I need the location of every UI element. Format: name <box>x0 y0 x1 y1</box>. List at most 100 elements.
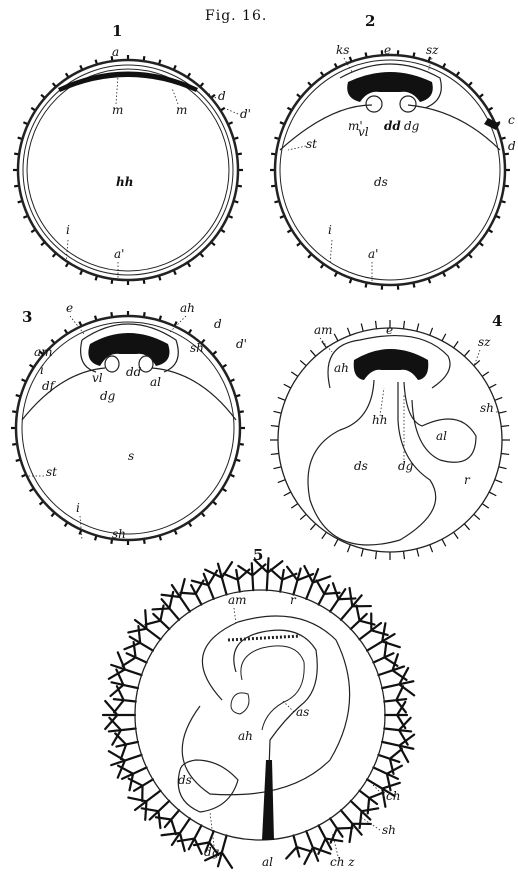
embryo-disc-3 <box>88 333 169 366</box>
label-sh-4: sh <box>480 401 494 415</box>
pointer-st <box>288 146 306 150</box>
villus-branch <box>115 733 138 759</box>
villus-spike <box>322 532 327 539</box>
label-am-5: am <box>228 593 247 607</box>
label-ah-4: ah <box>334 361 349 375</box>
label-as-5: as <box>296 705 309 719</box>
villus-spike <box>474 514 480 519</box>
label-a: a <box>112 45 119 59</box>
pointer-m-2 <box>172 88 178 104</box>
villus-spike <box>361 323 363 331</box>
pointer-ch-z-5 <box>332 832 338 856</box>
germinal-area-1 <box>58 72 198 93</box>
villus-spike <box>430 328 433 335</box>
panel-number-3: 3 <box>22 308 32 326</box>
label-al-3: al <box>150 375 161 389</box>
label-ch-z-5: ch z <box>330 855 355 869</box>
villus-spike <box>501 426 509 427</box>
allantois-4 <box>404 382 476 462</box>
label-sz: sz <box>426 43 439 57</box>
label-s: s <box>128 449 134 463</box>
villus-spike <box>442 539 446 546</box>
dg-loop-2 <box>400 96 416 112</box>
panel-2: ks e sz c d m' st vl dd dg ds i a' <box>270 43 516 290</box>
villus-spike <box>310 350 315 356</box>
panel-number-1: 1 <box>112 22 122 40</box>
pointer-d-prime <box>224 108 238 114</box>
panel-number-4: 4 <box>492 312 502 330</box>
label-d-prime-3: d' <box>236 337 247 351</box>
villus-spike <box>376 321 377 329</box>
villus-spike <box>273 411 281 413</box>
figure-title: Fig. 16. <box>205 8 267 24</box>
villus-spike <box>454 532 459 539</box>
villus-spike <box>464 524 469 530</box>
panel-4: am e sz ah hh al sh ds dg r <box>270 320 510 560</box>
label-ds-4: ds <box>354 459 368 473</box>
label-d-prime: d' <box>240 107 251 121</box>
villus-spike <box>404 321 405 329</box>
pointer-hh-4 <box>380 388 384 416</box>
panel-1: a m m d d' hh i a' <box>13 45 251 285</box>
label-st: st <box>306 137 317 151</box>
villus-branch <box>304 831 330 864</box>
umbilical-stalk-5 <box>262 760 274 840</box>
villus-spike <box>482 504 489 509</box>
villus-spike <box>499 467 507 469</box>
label-e-4: e <box>386 323 393 337</box>
villus-spike <box>489 384 496 388</box>
label-i-2: i <box>328 223 332 237</box>
villus-branch <box>128 791 160 820</box>
label-vl-3: vl <box>92 371 103 385</box>
villus-spike <box>291 372 298 377</box>
label-ds-5: ds <box>178 773 192 787</box>
vl-loop-3 <box>105 356 119 372</box>
villus-spike <box>347 545 350 552</box>
pointer-i-2 <box>330 240 332 264</box>
label-sz-4: sz <box>478 335 491 349</box>
somites-5 <box>228 636 300 640</box>
label-am: am <box>34 345 53 359</box>
label-sh-5: sh <box>382 823 396 837</box>
label-am-4: am <box>314 323 333 337</box>
villus-spike <box>361 549 363 557</box>
label-a-prime: a' <box>114 247 124 261</box>
label-dd: dd <box>384 119 401 133</box>
villus-spike <box>464 350 469 356</box>
villus-spike <box>501 454 509 455</box>
villus-spike <box>271 454 279 455</box>
label-i-3: i <box>40 363 44 377</box>
label-m-2: m <box>176 103 187 117</box>
villus-spike <box>334 539 338 546</box>
villus-spike <box>300 514 306 519</box>
label-d-3: d <box>214 317 222 331</box>
label-sh-3b: sh <box>112 527 126 541</box>
villus-spike <box>442 334 446 341</box>
villus-spike <box>454 341 459 348</box>
villus-spike <box>291 504 298 509</box>
vl-loop-2 <box>366 96 382 112</box>
label-al-4: al <box>436 429 447 443</box>
villus-spike <box>404 551 405 559</box>
label-dg: dg <box>404 119 420 133</box>
villus-spike <box>271 426 279 427</box>
panel-number-2: 2 <box>365 12 375 30</box>
villus-spike <box>334 334 338 341</box>
label-dg-3: dg <box>100 389 116 403</box>
villus-spike <box>347 328 350 335</box>
villus-spike <box>322 341 327 348</box>
villus-spike <box>300 360 306 365</box>
villus-spike <box>489 492 496 496</box>
label-i-3b: i <box>76 501 80 515</box>
panel-5: am r ah as ds ch sh dg al ch z <box>103 558 414 869</box>
inner-membrane-1 <box>23 65 233 275</box>
label-hh: hh <box>116 175 133 189</box>
label-dg-4: dg <box>398 459 414 473</box>
label-df: df <box>42 379 57 393</box>
label-e: e <box>384 43 391 57</box>
label-d-2: d <box>508 139 516 153</box>
label-al-5: al <box>262 855 273 869</box>
yolk-membrane-1 <box>27 69 229 271</box>
